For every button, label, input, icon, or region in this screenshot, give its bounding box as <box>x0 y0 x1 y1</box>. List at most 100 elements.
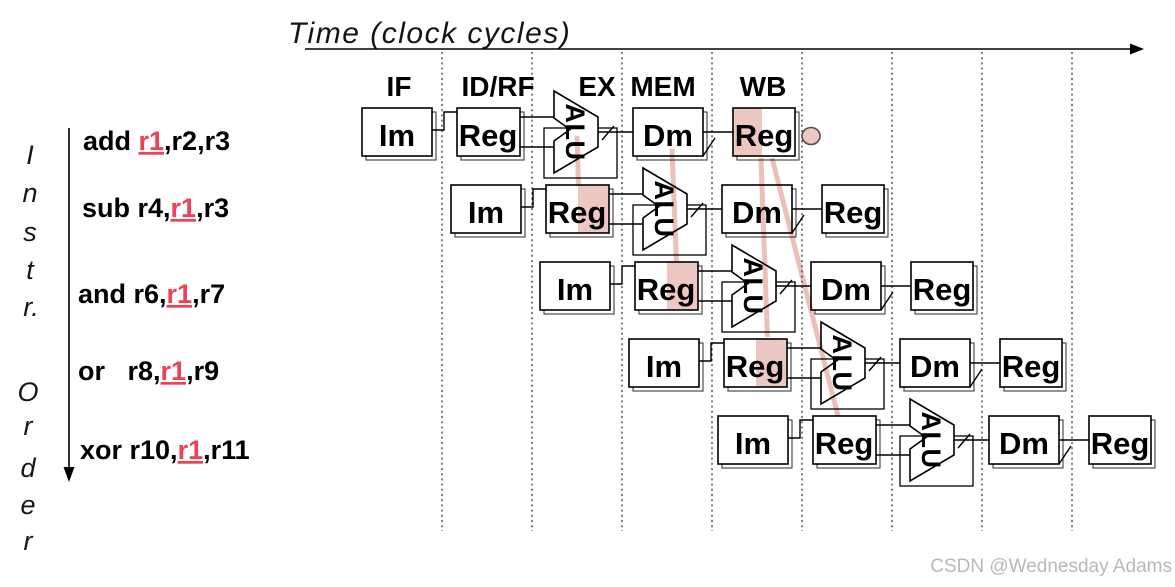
dm-label: Dm <box>732 195 782 230</box>
im-box <box>361 107 433 157</box>
wire-im-to-reg <box>699 342 724 362</box>
hazard-line-add-and <box>669 148 679 264</box>
stage-header-mem: MEM <box>630 71 695 102</box>
hazard-reg-r1: r1 <box>178 435 204 465</box>
im-box <box>628 338 700 388</box>
im-label: Im <box>557 272 593 307</box>
instr-axis-letter: s <box>23 217 37 247</box>
instruction-add: add r1,r2,r3 <box>83 126 230 156</box>
reg-box <box>456 107 521 157</box>
wire-jog-dm <box>880 291 894 311</box>
instruction-or: or r8,r1,r9 <box>78 356 219 386</box>
dm-box <box>810 261 882 311</box>
time-axis-arrow <box>305 43 1144 55</box>
im-box <box>717 415 789 465</box>
instr-axis-letter: t <box>26 255 35 285</box>
instruction-list: add r1,r2,r3 sub r4,r1,r3 and r6,r1,r7 o… <box>78 126 250 465</box>
order-axis-letter: r <box>24 526 34 556</box>
order-axis-letter: r <box>24 411 34 441</box>
wire-im-to-reg <box>610 265 635 285</box>
instruction-and: and r6,r1,r7 <box>78 279 225 309</box>
dm-box <box>988 415 1060 465</box>
stage-header-ex: EX <box>578 71 616 102</box>
regw-box <box>1088 415 1152 465</box>
im-box <box>539 261 611 311</box>
hazard-reg-r1: r1 <box>171 193 197 223</box>
hazard-dependency-lines <box>574 135 841 417</box>
dm-box <box>899 338 971 388</box>
down-arrowhead-icon <box>63 467 75 482</box>
reg-write-shade <box>733 108 762 156</box>
regw-box <box>999 338 1063 388</box>
im-label: Im <box>468 195 504 230</box>
order-axis-letter: e <box>20 490 35 520</box>
wire-jog-alu <box>779 279 793 295</box>
reg-box <box>812 415 877 465</box>
dm-label: Dm <box>821 272 871 307</box>
instr-order-arrow <box>63 128 75 482</box>
alu-shape <box>553 89 599 175</box>
dm-box <box>632 107 704 157</box>
wire-im-to-reg <box>432 111 457 131</box>
hazard-reg-r1: r1 <box>167 279 193 309</box>
instruction-xor: xor r10,r1,r11 <box>80 435 250 465</box>
wire-jog-alu <box>868 356 882 372</box>
im-label: Im <box>379 118 415 153</box>
instr-order-axis: I n s t r. O r d e r <box>17 128 75 556</box>
im-label: Im <box>646 349 682 384</box>
dm-label: Dm <box>643 118 693 153</box>
time-axis-title: Time (clock cycles) <box>288 17 571 50</box>
wire-jog-dm <box>969 368 983 388</box>
stage-header-if: IF <box>387 71 412 102</box>
reg-read-shade <box>667 262 698 310</box>
wb-write-dot <box>801 126 821 146</box>
hazard-line-add-or <box>758 157 770 338</box>
regw-label: Reg <box>824 195 883 230</box>
pipeline-row-4: Im Reg Dm Reg ALU <box>717 397 1156 487</box>
hazard-line-add-sub <box>574 135 581 187</box>
reg-halfcycle-shades <box>578 108 787 387</box>
wire-jog-alu <box>957 433 971 449</box>
stage-header-idrf: ID/RF <box>461 71 534 102</box>
instr-axis-letter: n <box>22 178 37 208</box>
regw-label: Reg <box>913 272 972 307</box>
wire-jog-dm <box>791 214 805 234</box>
wire-jog-dm <box>1058 445 1072 465</box>
im-label: Im <box>735 426 771 461</box>
alu-label: ALU <box>916 412 946 469</box>
regw-label: Reg <box>1002 349 1061 384</box>
regw-box <box>821 184 885 234</box>
stage-header-wb: WB <box>740 71 787 102</box>
wire-jog-alu <box>690 202 704 218</box>
dm-label: Dm <box>910 349 960 384</box>
alu-shape <box>909 397 955 483</box>
time-arrowhead-icon <box>1130 43 1144 55</box>
wire-jog-dm <box>702 137 716 157</box>
reg-read-shade <box>756 339 787 387</box>
wire-im-to-reg <box>788 419 813 439</box>
instr-axis-letter: r. <box>23 292 39 322</box>
regw-label: Reg <box>1091 426 1150 461</box>
hazard-reg-r1: r1 <box>161 356 187 386</box>
alu-label: ALU <box>827 335 857 392</box>
reg-read-shade <box>578 185 609 233</box>
regw-box <box>910 261 974 311</box>
im-box <box>450 184 522 234</box>
hazard-reg-r1: r1 <box>139 126 165 156</box>
wire-im-to-reg <box>521 188 546 208</box>
order-axis-letter: O <box>17 377 38 407</box>
instruction-sub: sub r4,r1,r3 <box>82 193 229 223</box>
watermark: CSDN @Wednesday Adams <box>930 556 1172 577</box>
order-axis-letter: d <box>20 453 36 483</box>
dm-label: Dm <box>999 426 1049 461</box>
stage-headers: IF ID/RF EX MEM WB <box>387 71 787 102</box>
wire-jog-alu <box>601 125 615 141</box>
reg-label: Reg <box>459 118 518 153</box>
hazard-overlay <box>574 108 841 417</box>
reg-label: Reg <box>815 426 874 461</box>
